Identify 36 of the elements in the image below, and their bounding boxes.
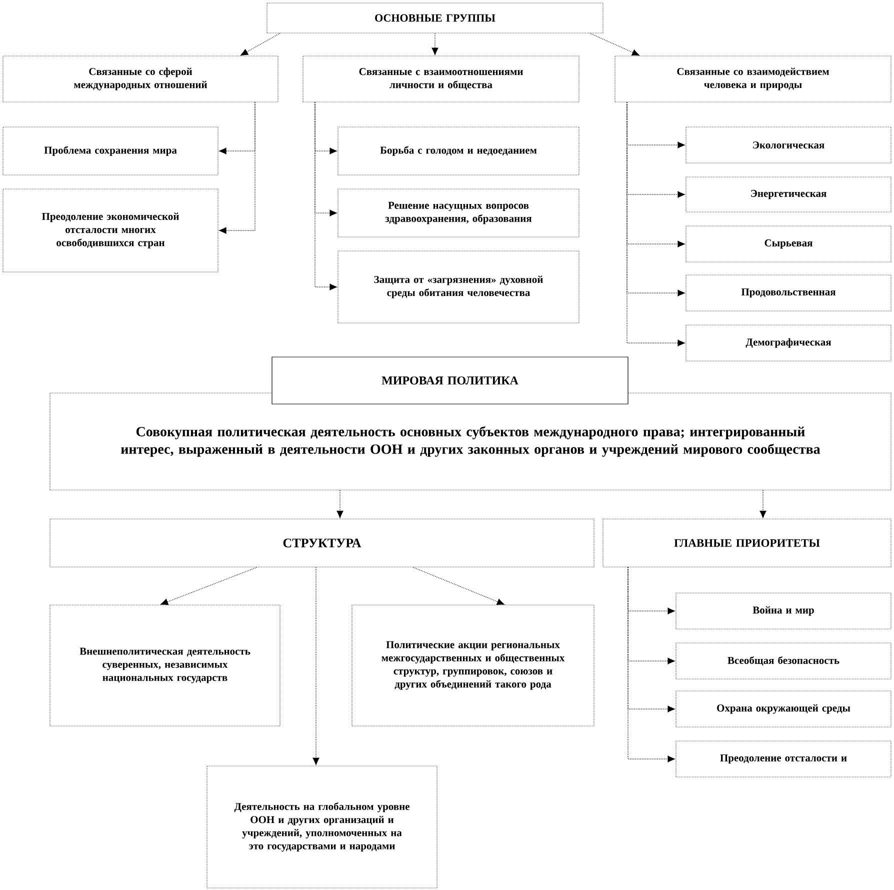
group-box: ОСНОВНЫЕ ГРУППЫ	[266, 2, 604, 34]
arrow	[314, 102, 338, 290]
problem-box: Защита от «загрязнения» духовной среды обитания человечества	[338, 250, 580, 324]
problem-box: Борьба с голодом и недоеданием	[338, 126, 580, 176]
problem-box: Сырьевая	[686, 226, 892, 262]
problem-box: Энергетическая	[686, 176, 892, 212]
arrow	[412, 566, 505, 605]
problem-box: Преодоление экономической отсталости многих освободившихся стран	[2, 188, 218, 272]
problem-box: Проблема сохранения мира	[2, 126, 218, 176]
arrow	[240, 32, 280, 56]
arrow	[160, 566, 258, 606]
category-box: Связанные со сферой международных отношений	[2, 56, 278, 102]
arrow	[218, 102, 256, 234]
priority-box: Преодоление отсталости и	[676, 740, 892, 778]
arrow	[432, 32, 438, 56]
priority-box: Охрана окружающей среды	[676, 690, 892, 728]
structure-box: Деятельность на глобальном уровне ООН и других организаций и учреждений, уполномоченных на это государствами и народами	[206, 766, 438, 888]
arrow	[760, 490, 766, 519]
problem-box: Решение насущных вопросов здравоохранения, образования	[338, 188, 580, 238]
arrow	[312, 566, 320, 766]
category-box: Связанные со взаимодействием человека и природы	[614, 56, 892, 102]
section-box: ГЛАВНЫЕ ПРИОРИТЕТЫ	[602, 518, 892, 568]
structure-box: Внешнеполитическая деятельность суверенных, независимых национальных государств	[50, 604, 280, 726]
problem-box: Экологическая	[686, 126, 892, 164]
title-box: МИРОВАЯ ПОЛИТИКА	[272, 356, 628, 404]
structure-box: Политические акции региональных межгосударственных и общественных структур, группировок, союзов и других объединений такого рода	[352, 604, 594, 726]
arrow	[626, 102, 686, 346]
section-box: СТРУКТУРА	[50, 518, 594, 568]
arrow	[628, 566, 676, 762]
arrow	[590, 32, 640, 56]
problem-box: Демографическая	[686, 324, 892, 362]
arrow	[336, 490, 344, 519]
priority-box: Всеобщая безопасность	[676, 642, 892, 680]
problem-box: Продовольственная	[686, 274, 892, 312]
priority-box: Война и мир	[676, 592, 892, 630]
category-box: Связанные с взаимоотношениями личности и общества	[302, 56, 580, 102]
